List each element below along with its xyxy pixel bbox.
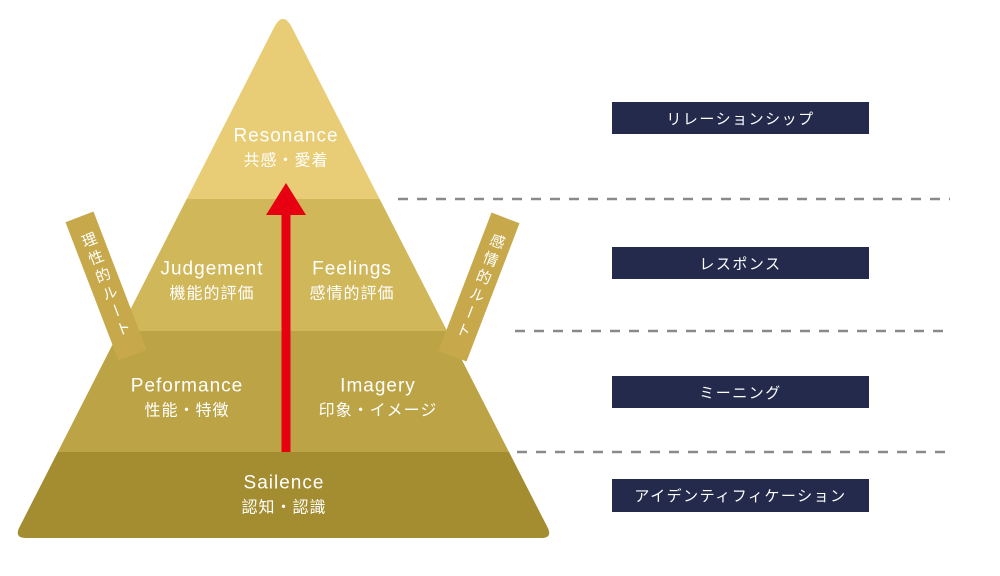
tier-salience bbox=[17, 452, 550, 538]
stage-label-identification: アイデンティフィケーション bbox=[634, 488, 847, 505]
label-feelings-en: Feelings bbox=[312, 258, 392, 280]
stage-box-relationship: リレーションシップ bbox=[612, 102, 869, 134]
label-salience-en: Sailence bbox=[243, 472, 325, 494]
label-performance: Peformance 性能・特徴 bbox=[131, 374, 243, 423]
stage-label-meaning: ミーニング bbox=[699, 384, 782, 402]
stage-label-relationship: リレーションシップ bbox=[666, 110, 815, 128]
stage-box-identification: アイデンティフィケーション bbox=[612, 479, 869, 512]
stage-label-response: レスポンス bbox=[699, 255, 782, 273]
label-feelings: Feelings 感情的評価 bbox=[309, 257, 394, 306]
up-arrow-head bbox=[266, 183, 306, 215]
label-judgement-ja: 機能的評価 bbox=[169, 285, 255, 303]
label-performance-ja: 性能・特徴 bbox=[144, 402, 230, 420]
label-feelings-ja: 感情的評価 bbox=[309, 285, 395, 303]
stage-box-response: レスポンス bbox=[612, 247, 869, 279]
stage-box-meaning: ミーニング bbox=[612, 376, 869, 408]
label-resonance-en: Resonance bbox=[233, 125, 339, 147]
label-salience: Sailence 認知・認識 bbox=[241, 471, 326, 520]
label-judgement: Judgement 機能的評価 bbox=[160, 257, 263, 306]
label-imagery-ja: 印象・イメージ bbox=[318, 402, 438, 420]
label-judgement-en: Judgement bbox=[160, 258, 264, 280]
label-imagery: Imagery 印象・イメージ bbox=[319, 374, 438, 423]
label-imagery-en: Imagery bbox=[340, 375, 416, 397]
up-arrow bbox=[266, 183, 306, 452]
label-resonance: Resonance 共感・愛着 bbox=[233, 124, 338, 173]
label-performance-en: Peformance bbox=[130, 375, 244, 397]
up-arrow-shaft bbox=[281, 211, 291, 452]
tier-meaning bbox=[17, 331, 550, 452]
label-salience-ja: 認知・認識 bbox=[241, 499, 327, 517]
label-resonance-ja: 共感・愛着 bbox=[243, 152, 329, 170]
